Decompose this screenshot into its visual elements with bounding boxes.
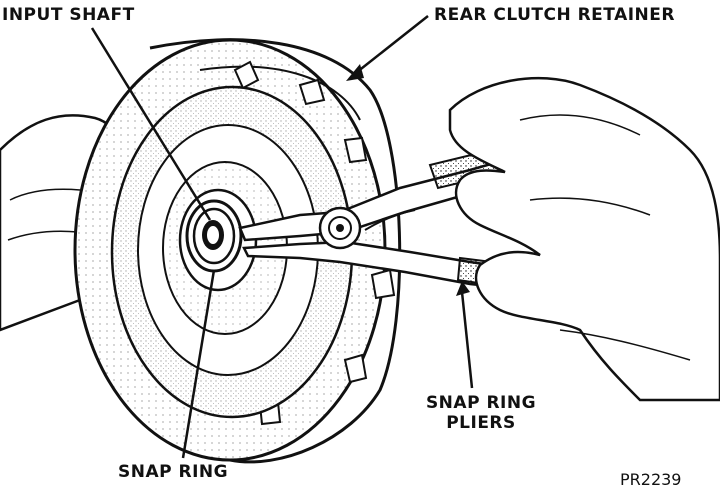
arrow-rear-clutch-retainer (346, 64, 364, 81)
arrow-snap-ring-pliers (456, 281, 470, 296)
leader-lines (90, 15, 474, 459)
label-input-shaft: INPUT SHAFT (2, 5, 135, 25)
leader-snap-ring-pliers (460, 291, 474, 389)
right-hand (448, 76, 720, 402)
leader-snap-ring (181, 269, 216, 459)
arrow-heads (346, 64, 470, 296)
label-snap-ring-pliers: SNAP RING PLIERS (406, 393, 556, 433)
leader-input-shaft (90, 27, 212, 221)
label-snap-ring-pliers-line2: PLIERS (446, 413, 516, 433)
label-snap-ring-pliers-line1: SNAP RING (425, 393, 537, 413)
leader-rear-clutch-retainer (351, 15, 429, 77)
input-shaft (192, 207, 236, 265)
figure-code: PR2239 (620, 470, 682, 489)
label-snap-ring: SNAP RING (118, 462, 229, 482)
label-rear-clutch-retainer: REAR CLUTCH RETAINER (434, 5, 675, 25)
